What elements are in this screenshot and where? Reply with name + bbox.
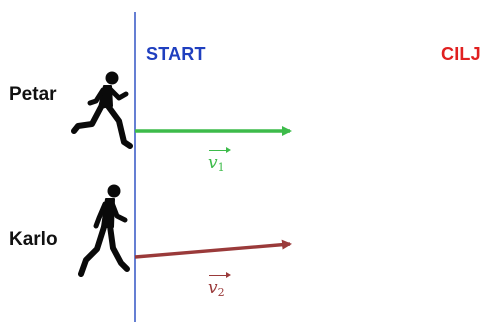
vector-arrow-icon	[209, 272, 231, 278]
vector-v1-label: v1	[208, 147, 231, 174]
runner-top-name: Petar	[9, 84, 57, 105]
runner-bottom-name: Karlo	[9, 229, 58, 250]
vector-v2-symbol: v	[208, 278, 218, 298]
vector-v2-label: v2	[208, 272, 231, 299]
runner-bottom-icon	[78, 184, 130, 277]
runner-top-icon	[71, 71, 133, 149]
vector-v1-subscript: 1	[217, 161, 225, 174]
vector-v2-subscript: 2	[217, 286, 225, 299]
finish-label: CILJ	[441, 44, 481, 64]
vector-v1-symbol: v	[208, 153, 218, 173]
vector-arrow-icon	[209, 147, 231, 153]
start-label: START	[146, 44, 206, 64]
vector-v2-arrow	[134, 239, 292, 259]
